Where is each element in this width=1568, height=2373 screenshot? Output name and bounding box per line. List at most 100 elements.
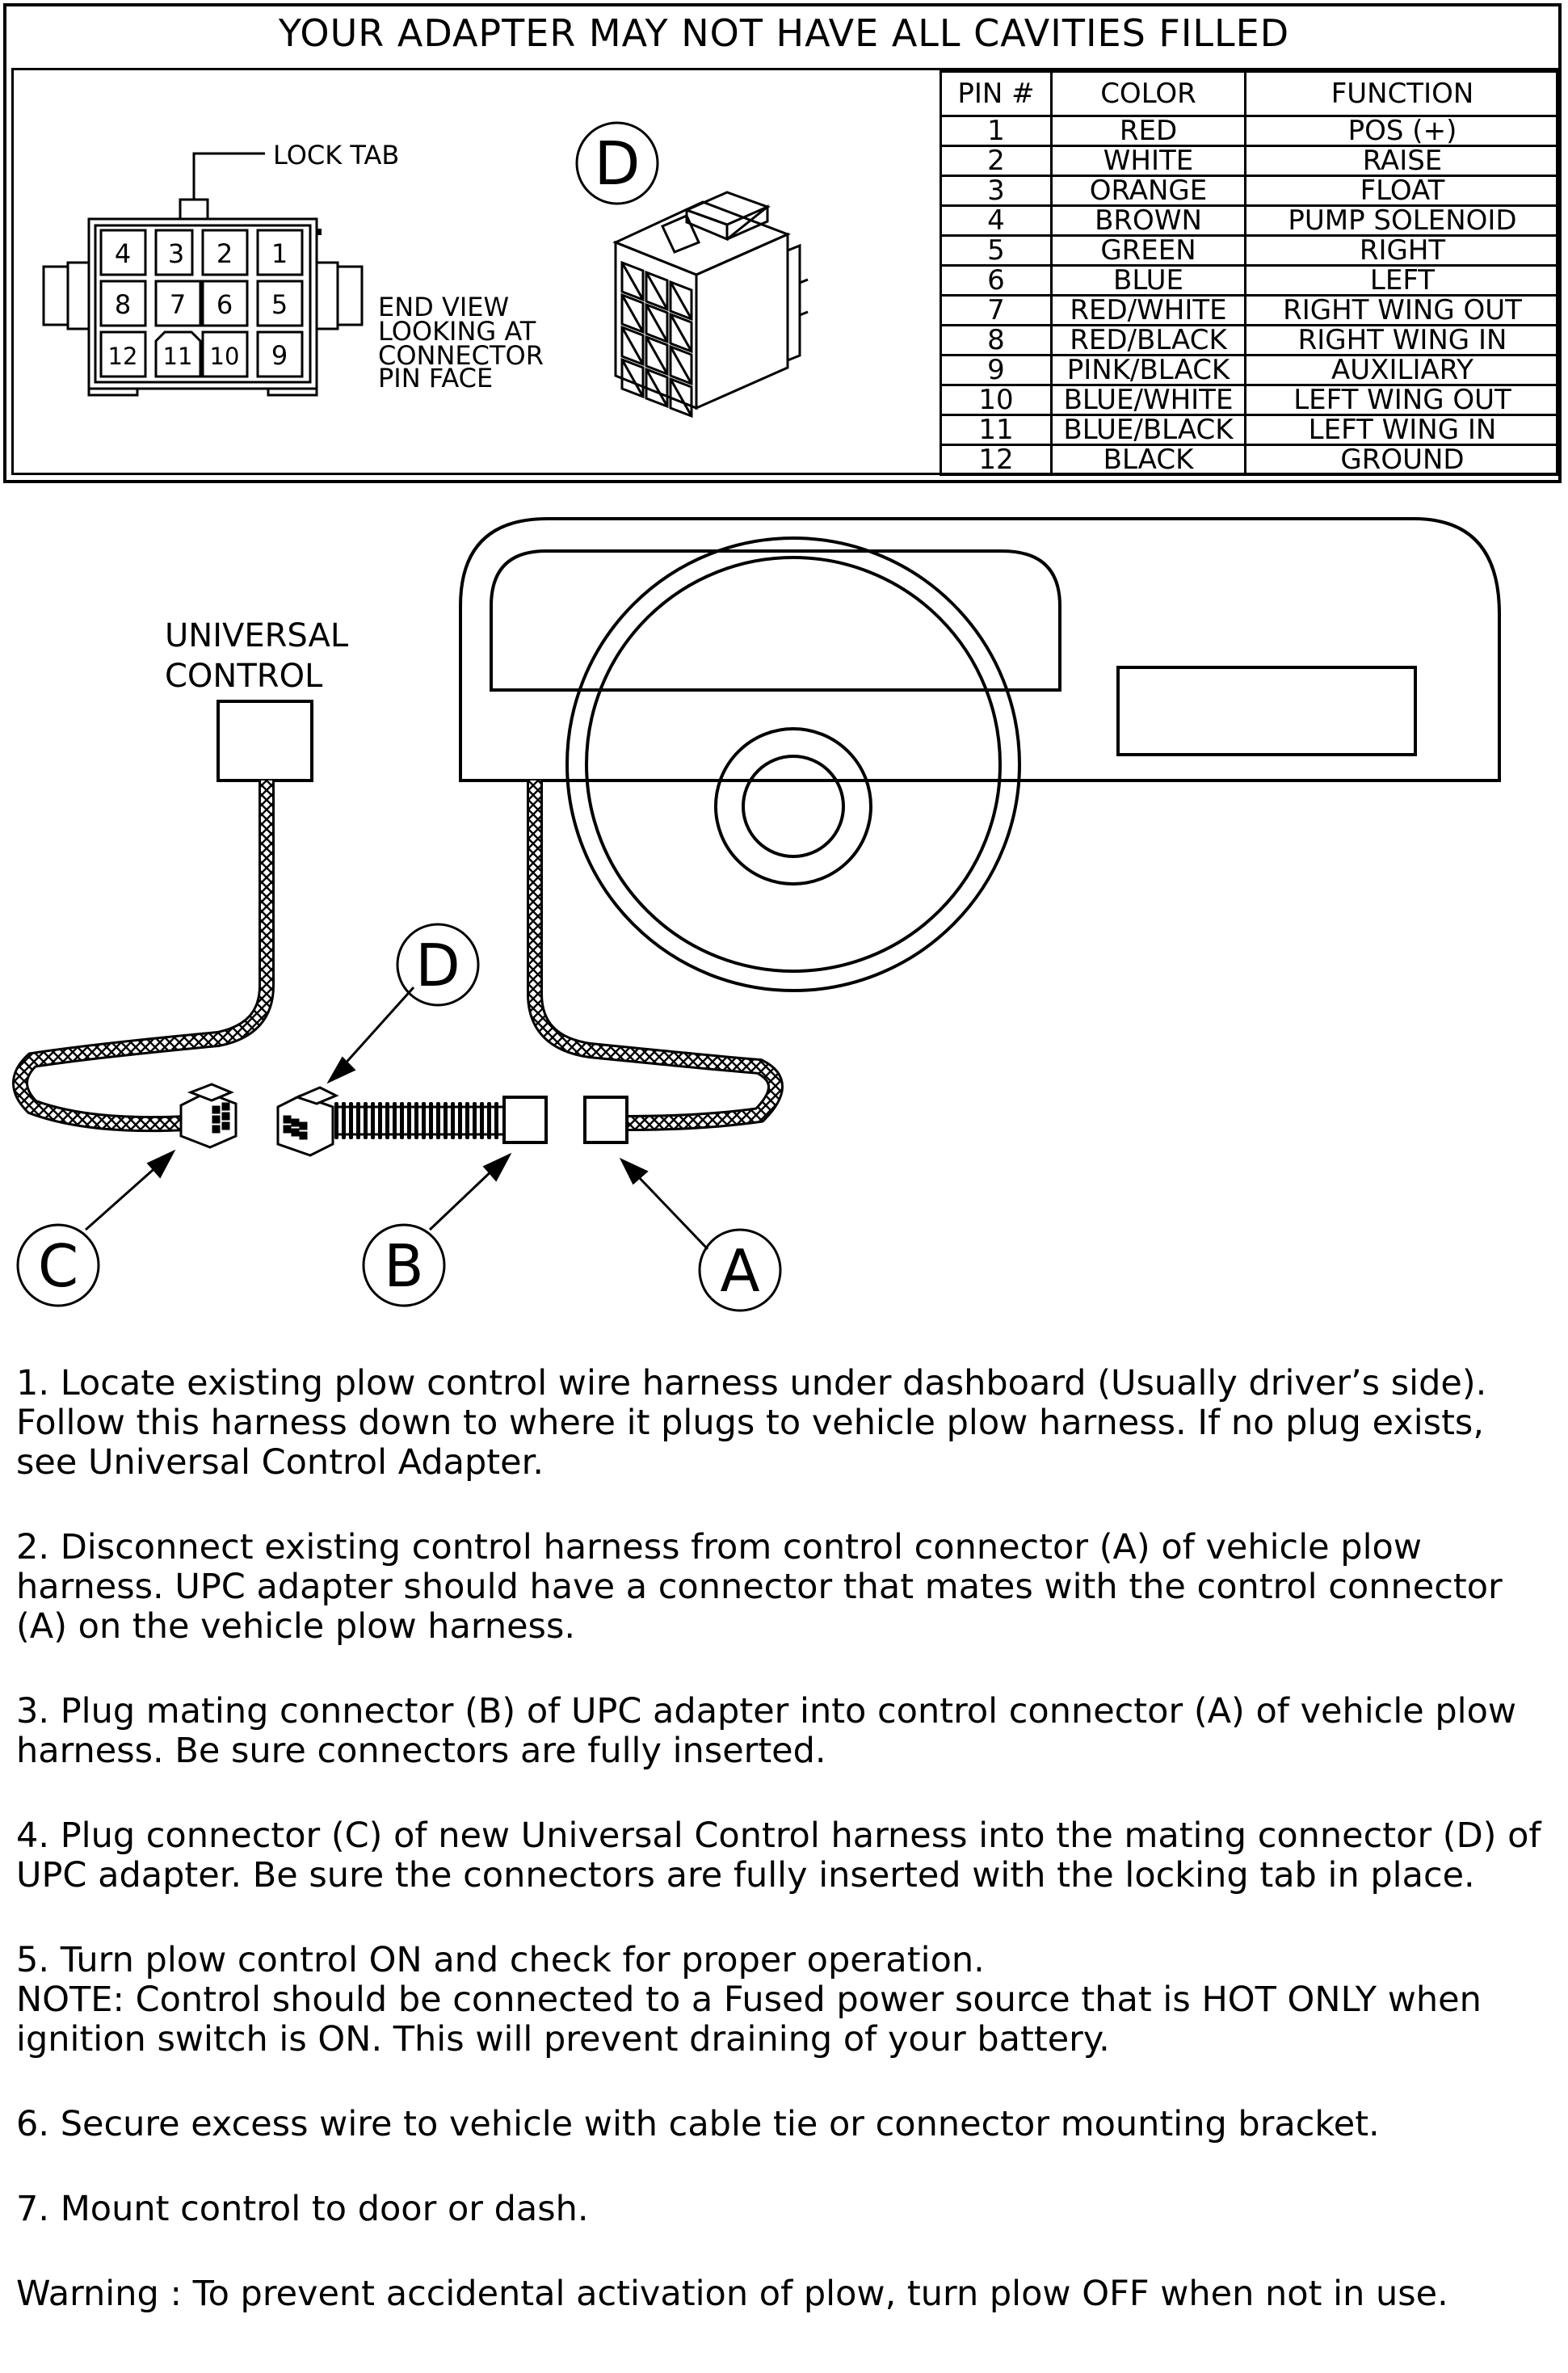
pin-cavity xyxy=(256,229,304,276)
pin-cavity xyxy=(99,330,147,378)
connector-end-view: 4 3 2 1 8 7 6 5 12 11 10 9 xyxy=(42,152,364,397)
pin-number: 4 xyxy=(115,238,131,269)
pin-cavity xyxy=(256,330,304,378)
callout-letter-a: A xyxy=(720,1237,759,1305)
callout-leader-b xyxy=(428,1167,496,1231)
pin-number: 11 xyxy=(163,343,193,370)
pin-number-cell: 2 xyxy=(940,145,1053,177)
pin-cavity xyxy=(154,229,194,276)
pin-number: 2 xyxy=(216,238,233,269)
pin-function-cell: AUXILIARY xyxy=(1244,354,1561,386)
instruction-step-3: 3. Plug mating connector (B) of UPC adap… xyxy=(16,1691,1517,1771)
end-view-caption-line: PIN FACE xyxy=(378,363,494,393)
pin-cavity xyxy=(154,330,202,378)
pin-column-header: PIN # xyxy=(940,70,1053,117)
callout-circle-b xyxy=(362,1223,446,1307)
connector-a xyxy=(583,1096,628,1144)
upc-adapter-harness xyxy=(334,1102,504,1139)
connector-b xyxy=(502,1096,548,1144)
pin-number-cell: 4 xyxy=(940,204,1053,237)
instruction-warning: Warning : To prevent accidental activati… xyxy=(16,2274,1448,2314)
wire-color-cell: BLACK xyxy=(1050,444,1246,476)
wiring-diagram: UNIVERSAL CONTROL xyxy=(12,517,1501,1312)
pin-cavity xyxy=(201,229,249,276)
pin-number-cell: 9 xyxy=(940,354,1053,386)
wire-color-cell: GREEN xyxy=(1050,234,1246,267)
instruction-step-4: 4. Plug connector (C) of new Universal C… xyxy=(16,1816,1541,1895)
wire-color-cell: BLUE/WHITE xyxy=(1050,384,1246,416)
universal-control-box xyxy=(216,700,313,782)
callout-leader-a xyxy=(633,1172,709,1251)
pin-function-cell: RAISE xyxy=(1244,145,1561,177)
arrow-icon xyxy=(482,1152,512,1182)
latch-icon xyxy=(683,191,771,226)
end-view-caption-line: LOOKING AT xyxy=(378,316,536,347)
pin-number: 12 xyxy=(108,343,138,370)
pin-number: 8 xyxy=(115,289,131,320)
arrow-icon xyxy=(146,1149,176,1179)
wire-color-cell: PINK/BLACK xyxy=(1050,354,1246,386)
pin-cavity xyxy=(154,280,202,327)
pin-number-cell: 8 xyxy=(940,324,1053,356)
wire-color-cell: RED/WHITE xyxy=(1050,294,1246,326)
connector-d-isometric: D xyxy=(575,121,809,419)
pin-number-cell: 7 xyxy=(940,294,1053,326)
callout-circle-d xyxy=(575,121,659,205)
callout-letter-c: C xyxy=(38,1232,78,1300)
lock-tab-label: LOCK TAB xyxy=(273,140,400,170)
pin-function-cell: POS (+) xyxy=(1244,115,1561,147)
steering-wheel-hub xyxy=(714,727,872,886)
callout-letter-b: B xyxy=(384,1232,423,1300)
callout-circle-d xyxy=(396,923,480,1007)
connector-d xyxy=(276,1086,339,1157)
instruction-step-1: 1. Locate existing plow control wire har… xyxy=(16,1363,1487,1483)
pin-number: 1 xyxy=(271,238,288,269)
wire-color-cell: RED/BLACK xyxy=(1050,324,1246,356)
pin-cavity xyxy=(99,280,147,327)
pin-function-cell: RIGHT xyxy=(1244,234,1561,267)
pin-function-cell: FLOAT xyxy=(1244,175,1561,207)
function-column-header: FUNCTION xyxy=(1244,70,1561,117)
connector-d-cavities xyxy=(620,260,693,419)
cavities-notice: YOUR ADAPTER MAY NOT HAVE ALL CAVITIES F… xyxy=(278,11,1290,55)
pin-function-cell: RIGHT WING OUT xyxy=(1244,294,1561,326)
installation-instructions: 1. Locate existing plow control wire har… xyxy=(16,1364,1555,2359)
lock-tab-icon xyxy=(179,198,209,221)
callout-circle-c xyxy=(16,1223,100,1307)
pin-function-cell: LEFT WING IN xyxy=(1244,414,1561,446)
pin-number: 3 xyxy=(168,238,184,269)
universal-control-label: UNIVERSAL xyxy=(165,617,349,654)
wire-color-cell: ORANGE xyxy=(1050,175,1246,207)
instruction-step-2: 2. Disconnect existing control harness f… xyxy=(16,1527,1503,1647)
pin-cavity xyxy=(99,229,147,276)
pin-table-header-row: PIN # COLOR FUNCTION xyxy=(940,70,1561,117)
dashboard-outline xyxy=(459,517,1501,782)
lock-tab-leader xyxy=(192,152,265,200)
pin-function-cell: LEFT xyxy=(1244,264,1561,297)
pin-function-cell: LEFT WING OUT xyxy=(1244,384,1561,416)
pin-number-cell: 5 xyxy=(940,234,1053,267)
pin-number: 6 xyxy=(216,289,233,320)
callout-letter-d: D xyxy=(595,129,641,199)
callout-letter-d: D xyxy=(415,932,460,999)
pin-number-cell: 3 xyxy=(940,175,1053,207)
pin-cavity xyxy=(201,330,249,378)
instruction-step-5: 5. Turn plow control ON and check for pr… xyxy=(16,1940,985,1980)
arrow-icon xyxy=(326,1056,356,1084)
arrow-icon xyxy=(619,1157,649,1185)
pin-function-cell: RIGHT WING IN xyxy=(1244,324,1561,356)
universal-control-label: CONTROL xyxy=(165,658,323,695)
pin-number-cell: 12 xyxy=(940,444,1053,476)
instruction-step-7: 7. Mount control to door or dash. xyxy=(16,2189,589,2229)
callout-leader-c xyxy=(85,1163,159,1231)
wire-color-cell: RED xyxy=(1050,115,1246,147)
